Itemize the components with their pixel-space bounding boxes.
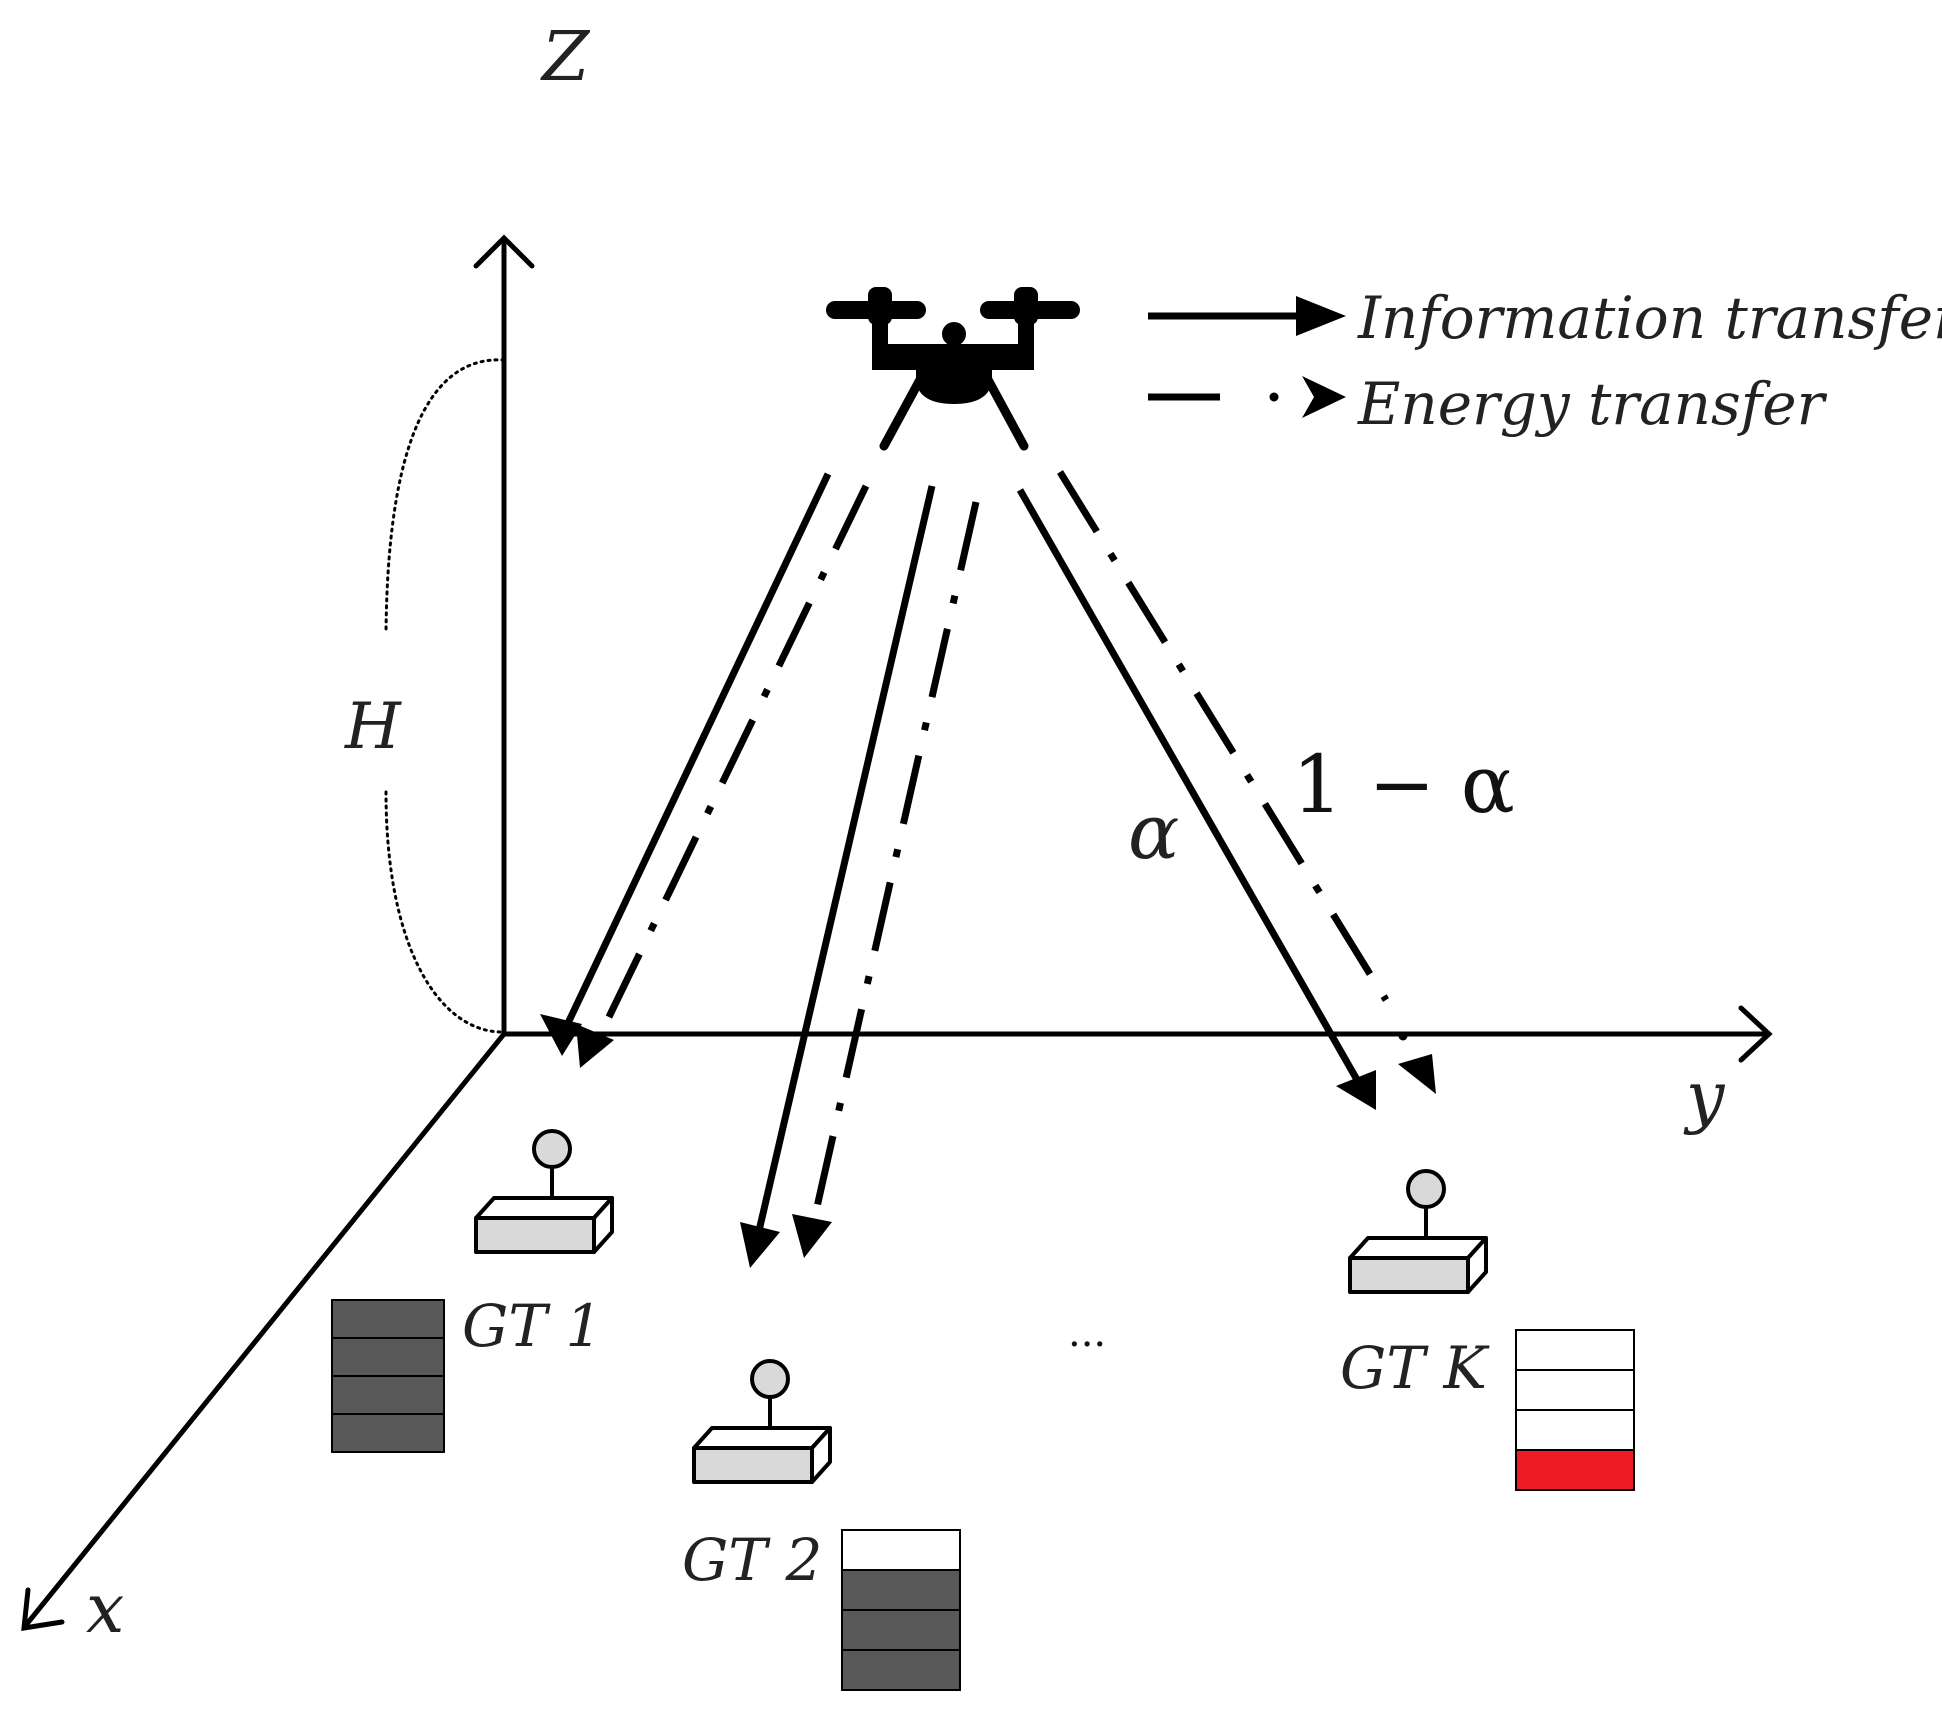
- energy-beam-gt2: [806, 501, 980, 1239]
- info-beam-gt1: [556, 472, 832, 1042]
- battery-cell: [1515, 1369, 1635, 1411]
- axes: [21, 234, 1773, 1631]
- battery-cell: [841, 1529, 961, 1571]
- battery-gt2: [841, 1529, 961, 1691]
- ground-terminal-k: GT K: [1340, 1169, 1635, 1491]
- height-bracket-upper: [384, 358, 506, 634]
- battery-cell: [841, 1609, 961, 1651]
- x-axis-label: x: [86, 1570, 124, 1649]
- alpha-label: α: [1128, 787, 1179, 876]
- legend-info-label: Information transfer: [1357, 284, 1942, 352]
- battery-gtk: [1515, 1329, 1635, 1491]
- z-axis-arrowhead: [473, 234, 535, 269]
- battery-cell: [331, 1337, 445, 1377]
- battery-cell: [841, 1649, 961, 1691]
- y-axis-label: y: [1683, 1058, 1726, 1137]
- terminal-icon: [474, 1129, 614, 1254]
- ground-terminal-2: GT 2: [682, 1359, 961, 1691]
- terminal-label-gt1: GT 1: [462, 1292, 602, 1360]
- battery-cell: [331, 1299, 445, 1339]
- battery-gt1: [331, 1299, 445, 1453]
- terminal-label-gt2: GT 2: [682, 1526, 822, 1594]
- battery-cell: [331, 1413, 445, 1453]
- terminal-icon: [692, 1359, 832, 1484]
- height-bracket-lower: [384, 790, 502, 1034]
- ellipsis: ...: [1068, 1310, 1106, 1356]
- battery-cell: [1515, 1409, 1635, 1451]
- battery-cell: [1515, 1329, 1635, 1371]
- ground-terminal-1: GT 1: [331, 1129, 614, 1453]
- legend: Information transfer Energy transfer: [1148, 284, 1942, 438]
- legend-energy-line: [1148, 376, 1346, 418]
- z-axis-label: Z: [540, 18, 591, 97]
- legend-info-line: [1148, 296, 1346, 336]
- one-minus-alpha-label: 1 − α: [1292, 738, 1515, 831]
- info-beam-gt2: [751, 485, 936, 1249]
- battery-cell: [1515, 1449, 1635, 1491]
- transfer-beams: [540, 470, 1436, 1268]
- battery-cell: [841, 1569, 961, 1611]
- y-axis-arrowhead: [1738, 1005, 1773, 1063]
- energy-beam-gtk: [1057, 470, 1389, 1002]
- terminal-label-gtk: GT K: [1340, 1334, 1490, 1402]
- height-label: H: [344, 690, 402, 764]
- battery-cell: [331, 1375, 445, 1415]
- legend-energy-label: Energy transfer: [1357, 370, 1828, 438]
- energy-beam-gt1: [588, 484, 870, 1054]
- x-axis: [23, 1031, 507, 1628]
- x-axis-arrowhead: [21, 1587, 65, 1631]
- terminal-icon: [1348, 1169, 1488, 1294]
- height-bracket: [384, 358, 506, 1034]
- uav-drone-icon: [826, 287, 1080, 451]
- info-beam-gtk: [1016, 488, 1368, 1094]
